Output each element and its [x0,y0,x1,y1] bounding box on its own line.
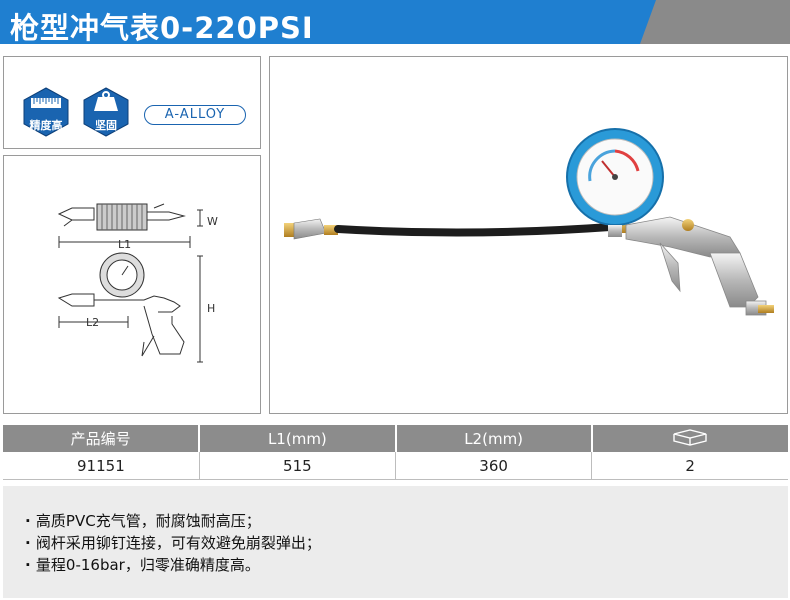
badge-label: 坚固 [95,119,117,132]
box-icon [673,428,708,446]
cell-model: 91151 [3,452,200,480]
cell-package: 2 [591,452,788,480]
dimension-drawing: W L1 H L2 [3,155,261,414]
badge-panel: 精度高 坚固 A-ALLOY [3,56,261,149]
title-accent [640,0,790,44]
feature-item: 量程0-16bar，归零准确精度高。 [25,554,788,576]
table-row: 91151 515 360 2 [3,452,788,480]
feature-item: 高质PVC充气管，耐腐蚀耐高压； [25,510,788,532]
feature-list: 高质PVC充气管，耐腐蚀耐高压； 阀杆采用铆钉连接，可有效避免崩裂弹出； 量程0… [3,486,788,576]
page-title: 枪型冲气表0-220PSI [10,11,314,45]
durable-badge: 坚固 [81,87,131,137]
dim-h-label: H [207,302,215,315]
table-header-row: 产品编号 L1(mm) L2(mm) [3,425,788,452]
spec-table: 产品编号 L1(mm) L2(mm) 91151 515 360 2 [3,425,788,480]
ruler-icon [23,87,69,137]
dim-w-label: W [207,215,218,228]
dim-l1-label: L1 [118,238,131,251]
precision-badge: 精度高 [21,87,71,137]
dim-l2-label: L2 [86,316,99,329]
weight-icon [83,87,129,137]
cell-l1: 515 [199,452,397,480]
badge-label: 精度高 [29,119,63,132]
gauge-dimension-diagram: W L1 H L2 [57,203,218,363]
product-photo [269,56,788,414]
features-box: 高质PVC充气管，耐腐蚀耐高压； 阀杆采用铆钉连接，可有效避免崩裂弹出； 量程0… [3,486,788,598]
col-header-l2: L2(mm) [395,425,593,452]
col-header-l1: L1(mm) [199,425,397,452]
cell-l2: 360 [395,452,593,480]
tire-gauge-image [284,128,774,316]
col-header-model: 产品编号 [3,425,201,452]
col-header-package [591,425,788,452]
material-label: A-ALLOY [144,105,246,125]
feature-item: 阀杆采用铆钉连接，可有效避免崩裂弹出； [25,532,788,554]
title-bar: 枪型冲气表0-220PSI [0,0,640,45]
